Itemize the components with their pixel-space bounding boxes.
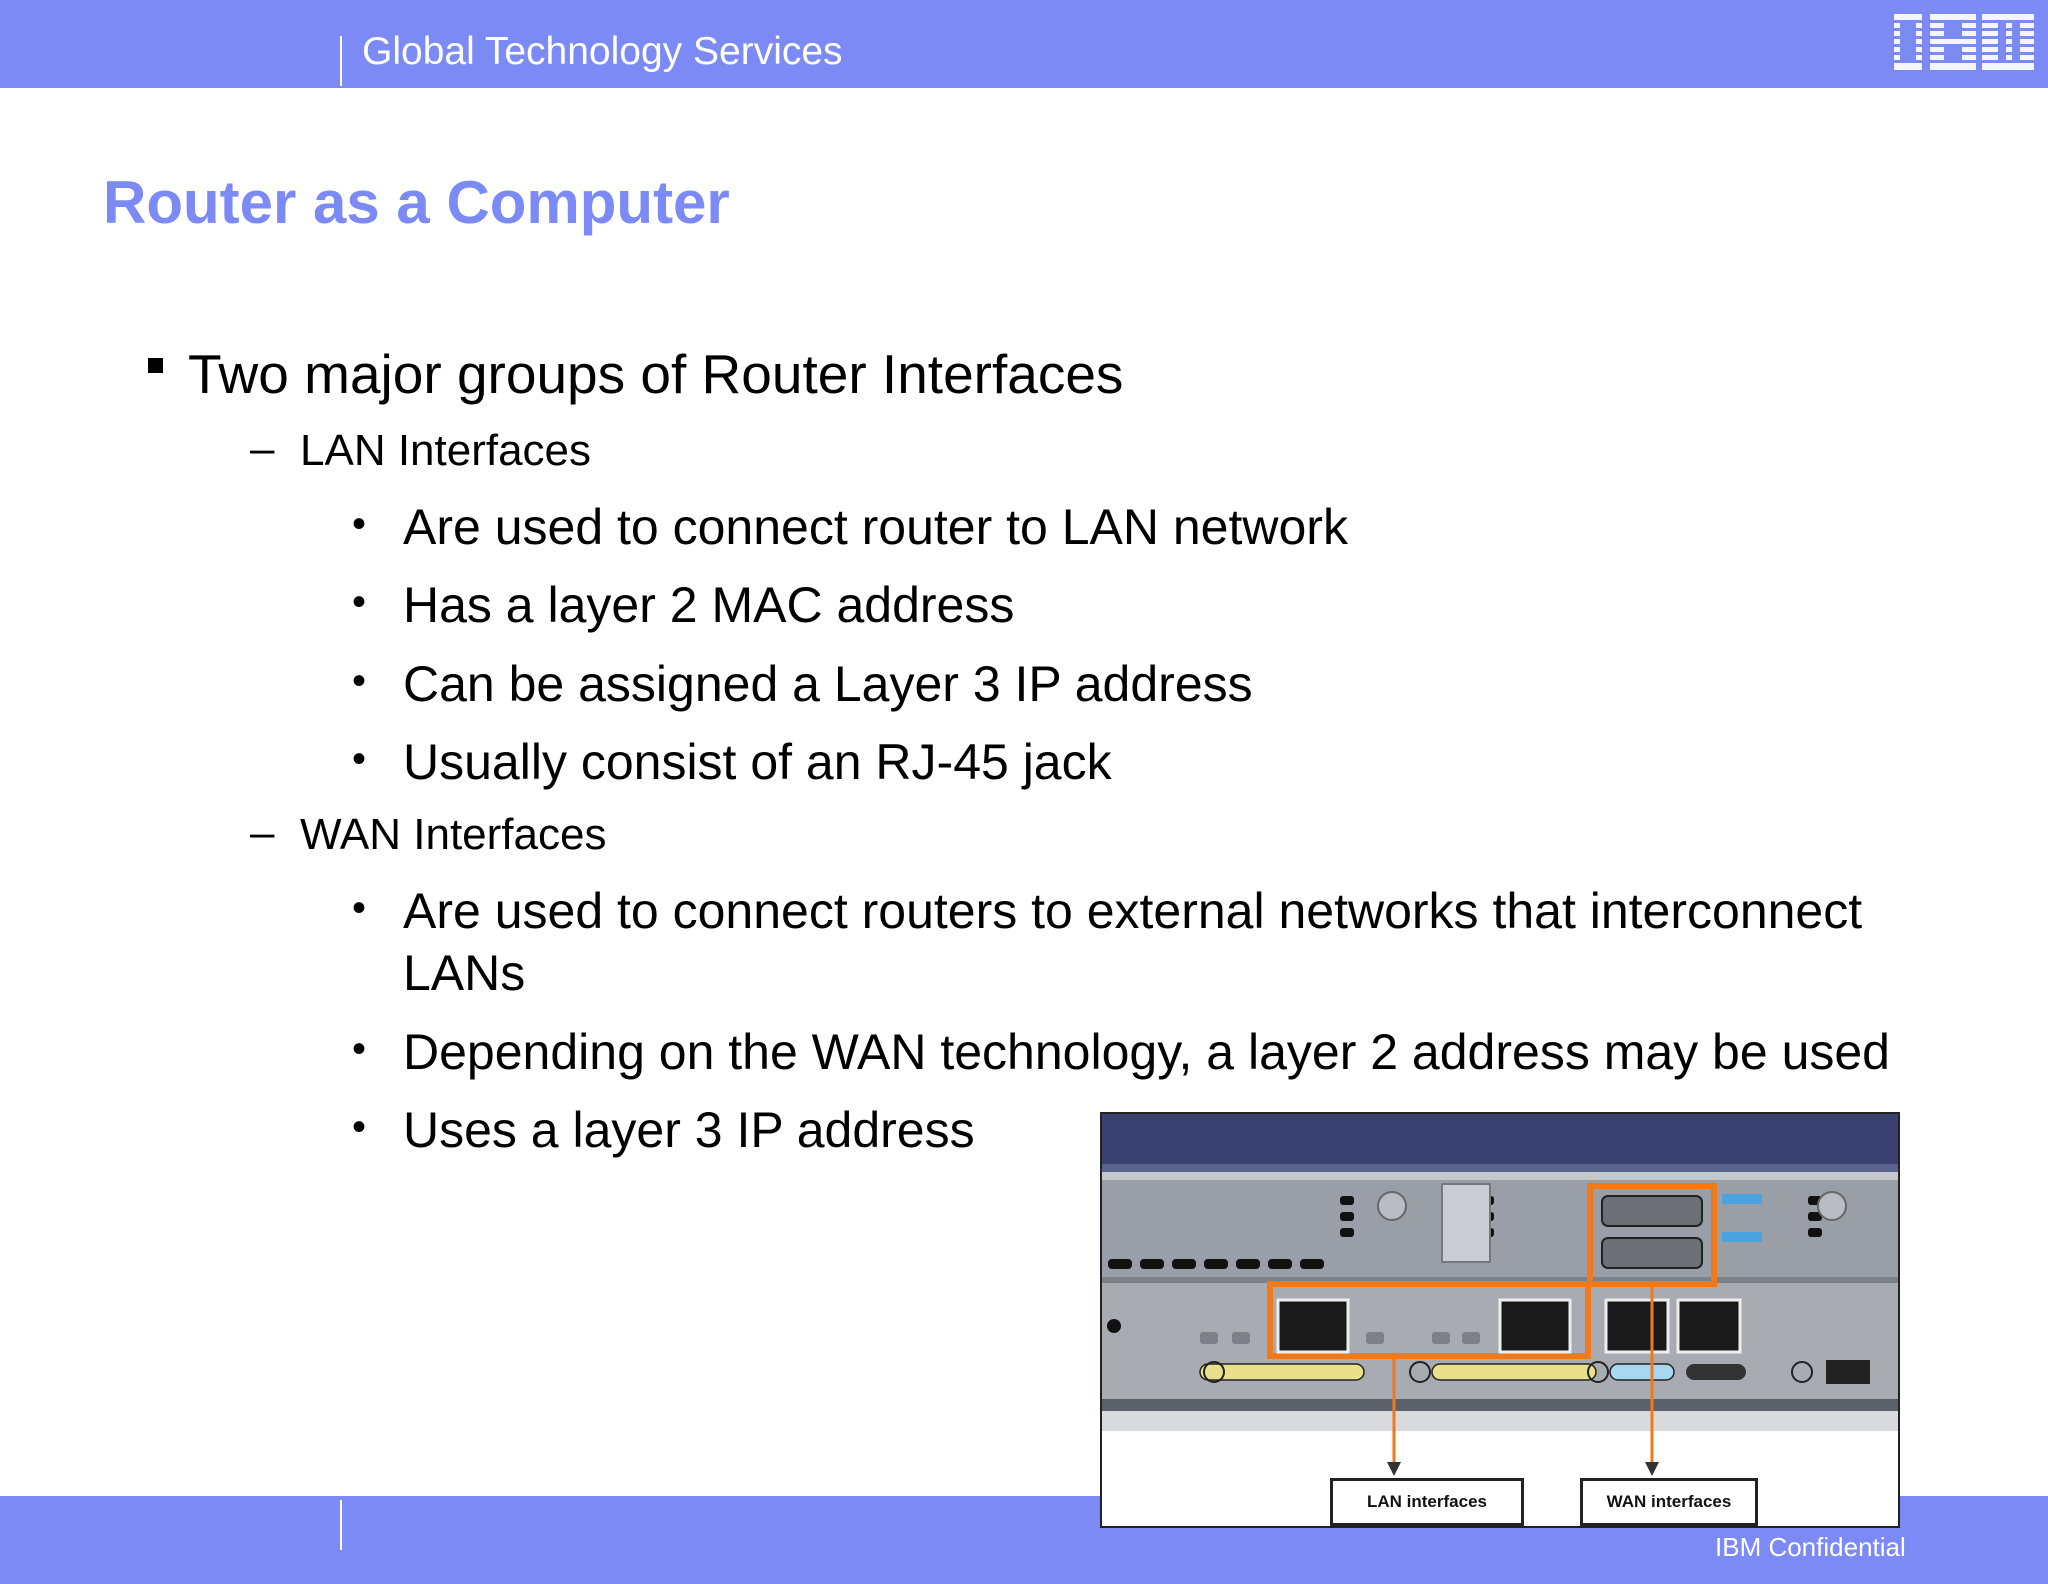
wan-group-label: WAN Interfaces — [300, 810, 607, 859]
router-back-panel-image: LAN interfaces WAN interfaces — [1100, 1112, 1900, 1528]
list-item: Usually consist of an RJ-45 jack — [403, 734, 1112, 790]
header-title: Global Technology Services — [362, 30, 843, 73]
list-item: Has a layer 2 MAC address — [403, 577, 1015, 633]
footer-confidential-label: IBM Confidential — [1715, 1532, 1906, 1562]
square-bullet-icon — [148, 358, 163, 373]
dot-bullet-icon: • — [352, 502, 367, 546]
dot-bullet-icon: • — [352, 737, 367, 781]
dot-bullet-icon: • — [352, 659, 367, 703]
list-item: Can be assigned a Layer 3 IP address — [403, 656, 1253, 712]
ibm-logo-icon — [1894, 14, 2034, 70]
lan-interfaces-callout: LAN interfaces — [1330, 1478, 1524, 1526]
slide-title: Router as a Computer — [103, 169, 730, 236]
header-divider — [340, 36, 342, 86]
header-bar — [0, 0, 2048, 88]
dash-bullet-icon: – — [250, 808, 275, 857]
dash-bullet-icon: – — [250, 424, 275, 473]
dot-bullet-icon: • — [352, 1027, 367, 1071]
list-item: Are used to connect routers to external … — [403, 883, 1863, 1001]
wan-interfaces-callout: WAN interfaces — [1580, 1478, 1758, 1526]
main-bullet-text: Two major groups of Router Interfaces — [188, 343, 1124, 405]
list-item: Are used to connect router to LAN networ… — [403, 499, 1348, 555]
router-illustration — [1102, 1114, 1898, 1476]
dot-bullet-icon: • — [352, 886, 367, 930]
dot-bullet-icon: • — [352, 580, 367, 624]
dot-bullet-icon: • — [352, 1105, 367, 1149]
list-item: Depending on the WAN technology, a layer… — [403, 1024, 1890, 1080]
lan-group-label: LAN Interfaces — [300, 426, 592, 475]
footer-divider — [340, 1500, 342, 1550]
list-item: Uses a layer 3 IP address — [403, 1102, 975, 1158]
